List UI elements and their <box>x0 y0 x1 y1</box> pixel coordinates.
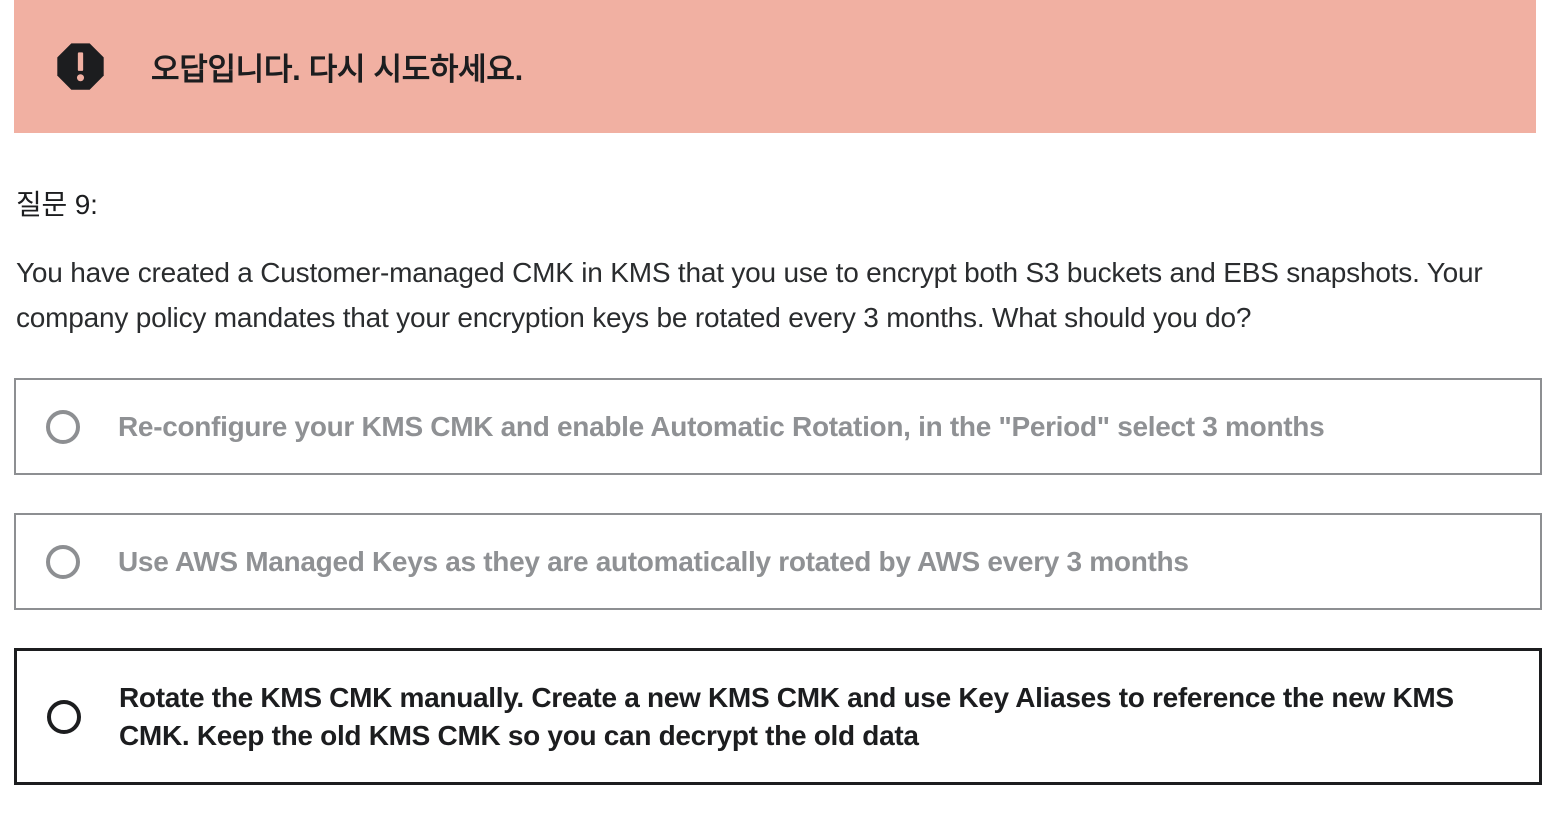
answer-option-1[interactable]: Re-configure your KMS CMK and enable Aut… <box>14 378 1542 475</box>
answer-option-label: Re-configure your KMS CMK and enable Aut… <box>118 410 1325 442</box>
answer-option-2[interactable]: Use AWS Managed Keys as they are automat… <box>14 513 1542 610</box>
wrong-answer-alert: 오답입니다. 다시 시도하세요. <box>14 0 1536 133</box>
answer-option-label: Use AWS Managed Keys as they are automat… <box>118 545 1189 577</box>
radio-button[interactable] <box>46 544 80 579</box>
radio-button[interactable] <box>47 699 81 734</box>
question-text: You have created a Customer-managed CMK … <box>16 257 1483 333</box>
answer-option-label: Rotate the KMS CMK manually. Create a ne… <box>119 681 1454 751</box>
quiz-page: 오답입니다. 다시 시도하세요. 질문 9: You have created … <box>14 0 1542 785</box>
radio-button[interactable] <box>46 409 80 444</box>
answer-option-3[interactable]: Rotate the KMS CMK manually. Create a ne… <box>14 648 1542 785</box>
alert-message: 오답입니다. 다시 시도하세요. <box>151 52 523 87</box>
exclamation-octagon-icon <box>57 43 104 90</box>
question-number-label: 질문 9: <box>16 189 98 220</box>
